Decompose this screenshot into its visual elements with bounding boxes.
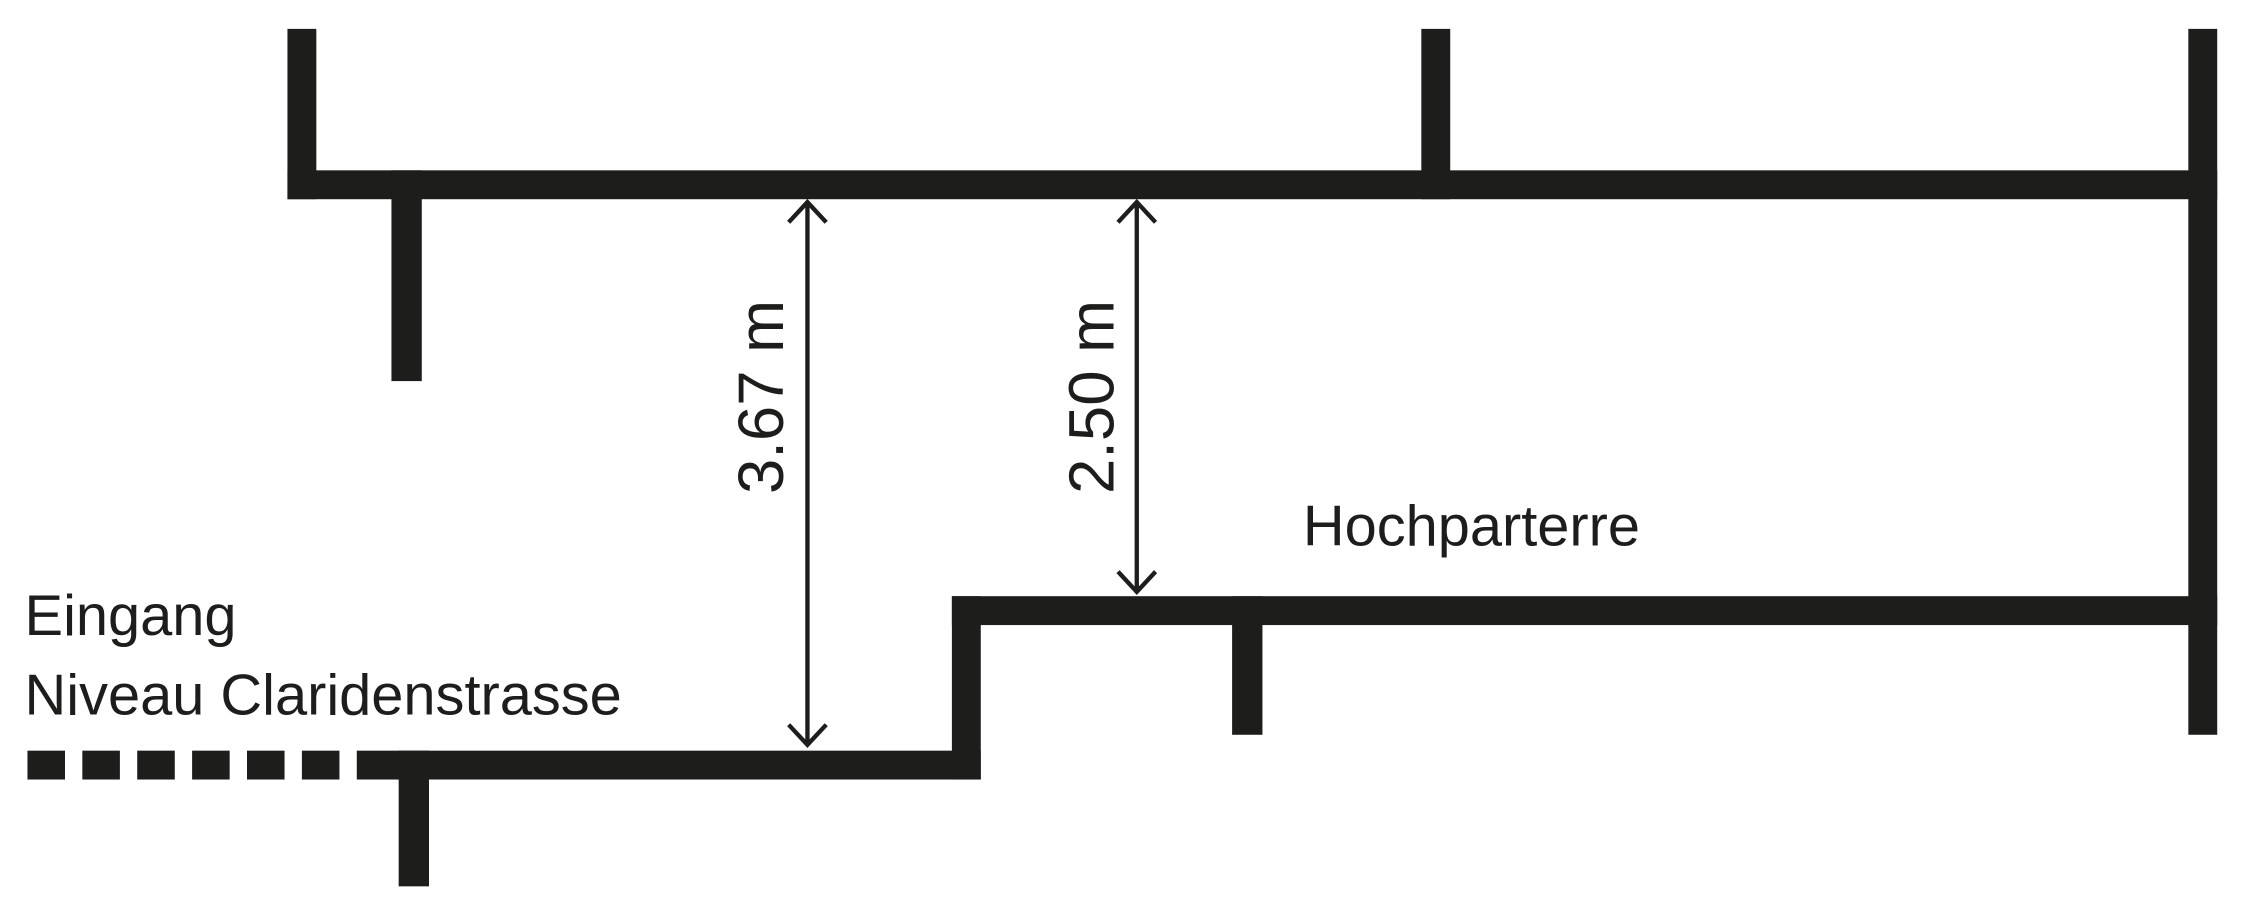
dimension-arrow-lower	[787, 198, 828, 749]
wall-top-middle	[1421, 28, 1451, 200]
dash	[27, 750, 66, 780]
entrance-label-line2: Niveau Claridenstrasse	[25, 664, 622, 728]
ceiling-slab	[287, 170, 2218, 200]
street-level-dashed-line	[27, 750, 340, 780]
arrowhead-bottom-icon	[787, 723, 828, 749]
dash	[137, 750, 175, 780]
dash	[247, 750, 285, 780]
wall-hanging	[391, 170, 422, 382]
building-structure	[287, 28, 2218, 887]
dash	[192, 750, 230, 780]
dimension-arrow-upper	[1116, 198, 1158, 596]
dash	[301, 750, 340, 780]
entrance-floor-slab	[356, 750, 981, 780]
arrowhead-top-icon	[1116, 198, 1158, 224]
height-lower-label: 3.67 m	[726, 300, 797, 494]
wall-top-left	[287, 28, 317, 200]
hochparterre-floor-slab	[951, 596, 2218, 626]
wall-under-entrance	[398, 750, 429, 887]
dash	[82, 750, 120, 780]
arrowhead-bottom-icon	[1116, 570, 1158, 596]
step-riser	[951, 596, 981, 780]
height-upper-label: 2.50 m	[1057, 300, 1128, 494]
level-name-label: Hochparterre	[1303, 495, 1640, 559]
arrowhead-top-icon	[787, 198, 828, 224]
wall-right	[2188, 28, 2218, 735]
entrance-label-line1: Eingang	[25, 584, 237, 648]
wall-under-floor	[1232, 596, 1263, 735]
